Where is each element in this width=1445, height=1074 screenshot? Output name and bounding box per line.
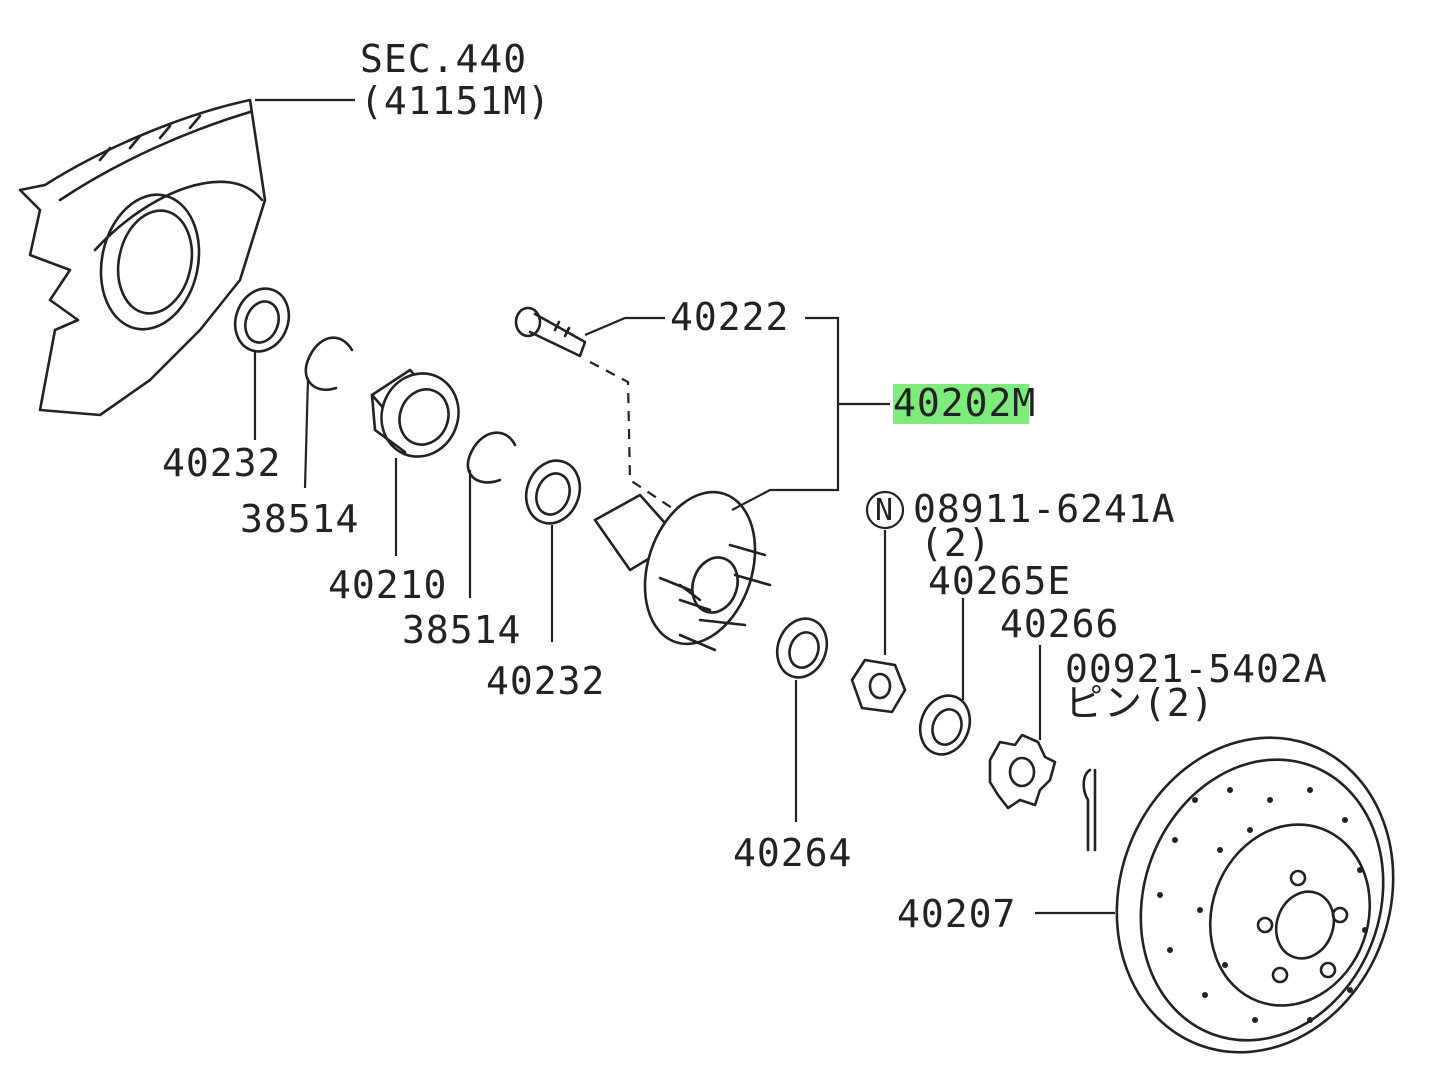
sec-title-label: SEC.440 <box>360 37 527 81</box>
bearing-drawing <box>370 368 460 458</box>
leader-lines <box>253 98 1115 915</box>
bearing-label: 40210 <box>328 563 447 607</box>
left-seal-drawing <box>233 287 291 353</box>
right-snap-ring-drawing <box>466 431 517 484</box>
lock-cap-drawing <box>988 733 1057 810</box>
nut-code-label: 08911-6241A <box>913 487 1176 531</box>
spacer-drawing <box>775 617 829 679</box>
right-seal-drawing <box>524 459 582 525</box>
hub-nut-drawing <box>850 658 907 714</box>
nut-circle-label: N <box>875 493 894 528</box>
snap-ring-left-label: 38514 <box>240 497 359 541</box>
left-snap-ring-drawing <box>304 336 354 391</box>
nut-qty-label: (2) <box>920 521 992 565</box>
hub-assembly-label: 40202M <box>893 381 1036 425</box>
spacer-label: 40264 <box>733 831 852 875</box>
wheel-bolt-drawing <box>514 306 587 358</box>
cotter-pin-drawing <box>1082 768 1097 852</box>
seal-left-label: 40232 <box>162 441 281 485</box>
part-highlight <box>893 384 1029 424</box>
hub-drawing <box>593 490 772 652</box>
lock-cap-label: 40266 <box>1000 602 1119 646</box>
washer-label: 40265E <box>928 559 1071 603</box>
snap-ring-right-label: 38514 <box>402 608 521 652</box>
seal-right-label: 40232 <box>486 659 605 703</box>
pin-desc-label: ピン(2) <box>1065 681 1215 725</box>
pin-code-label: 00921-5402A <box>1065 647 1328 691</box>
brake-rotor-drawing <box>1115 736 1395 1054</box>
sec-part-label: (41151M) <box>360 79 551 123</box>
dust-shield-drawing <box>18 98 267 417</box>
washer-drawing <box>918 694 972 756</box>
bolt-label: 40222 <box>670 295 789 339</box>
rotor-label: 40207 <box>897 892 1016 936</box>
